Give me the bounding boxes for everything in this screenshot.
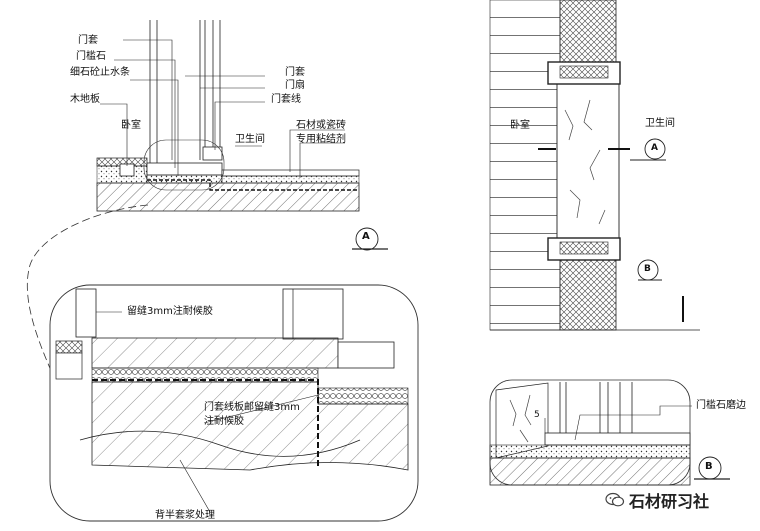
section-marker-a: A bbox=[362, 231, 370, 242]
label-bedroom-plan: 卧室 bbox=[510, 120, 530, 131]
label-door-casing: 门套 bbox=[78, 35, 98, 46]
plan-view-drawing bbox=[489, 0, 700, 331]
plan-marker-b: B bbox=[644, 264, 651, 274]
label-bathroom-plan: 卫生间 bbox=[645, 118, 675, 129]
watermark: 石材研习社 bbox=[605, 488, 709, 512]
detail-b-drawing bbox=[489, 379, 730, 486]
label-threshold-stone: 门槛石 bbox=[76, 51, 106, 62]
label-door-leaf: 门扇 bbox=[285, 80, 305, 91]
plan-marker-a: A bbox=[651, 143, 658, 153]
label-adhesive: 专用粘结剂 bbox=[296, 134, 346, 145]
watermark-text: 石材研习社 bbox=[629, 492, 710, 511]
note-casing-gap-line1: 门套线板邮留缝3mm bbox=[204, 402, 300, 413]
note-back-treatment: 背半套浆处理 bbox=[155, 510, 215, 521]
label-bedroom-section: 卧室 bbox=[121, 120, 141, 131]
label-waterstop-strip: 细石砼止水条 bbox=[70, 67, 130, 78]
label-wood-floor: 木地板 bbox=[70, 94, 100, 105]
label-threshold-edge: 门槛石磨边 bbox=[696, 400, 746, 411]
wechat-icon bbox=[605, 492, 625, 507]
label-casing-trim: 门套线 bbox=[271, 94, 301, 105]
section-marker-b: B bbox=[705, 461, 713, 472]
note-gap-sealant: 留缝3mm注耐候胶 bbox=[127, 306, 213, 317]
section-a-drawing bbox=[26, 20, 388, 381]
dim-5: 5 bbox=[534, 410, 540, 420]
label-door-casing-2: 门套 bbox=[285, 67, 305, 78]
zoom-detail-drawing bbox=[49, 284, 419, 522]
note-casing-gap-line2: 注耐候胶 bbox=[204, 416, 244, 427]
label-bathroom-section: 卫生间 bbox=[235, 134, 265, 145]
label-stone-or-tile: 石材或瓷砖 bbox=[296, 120, 346, 131]
